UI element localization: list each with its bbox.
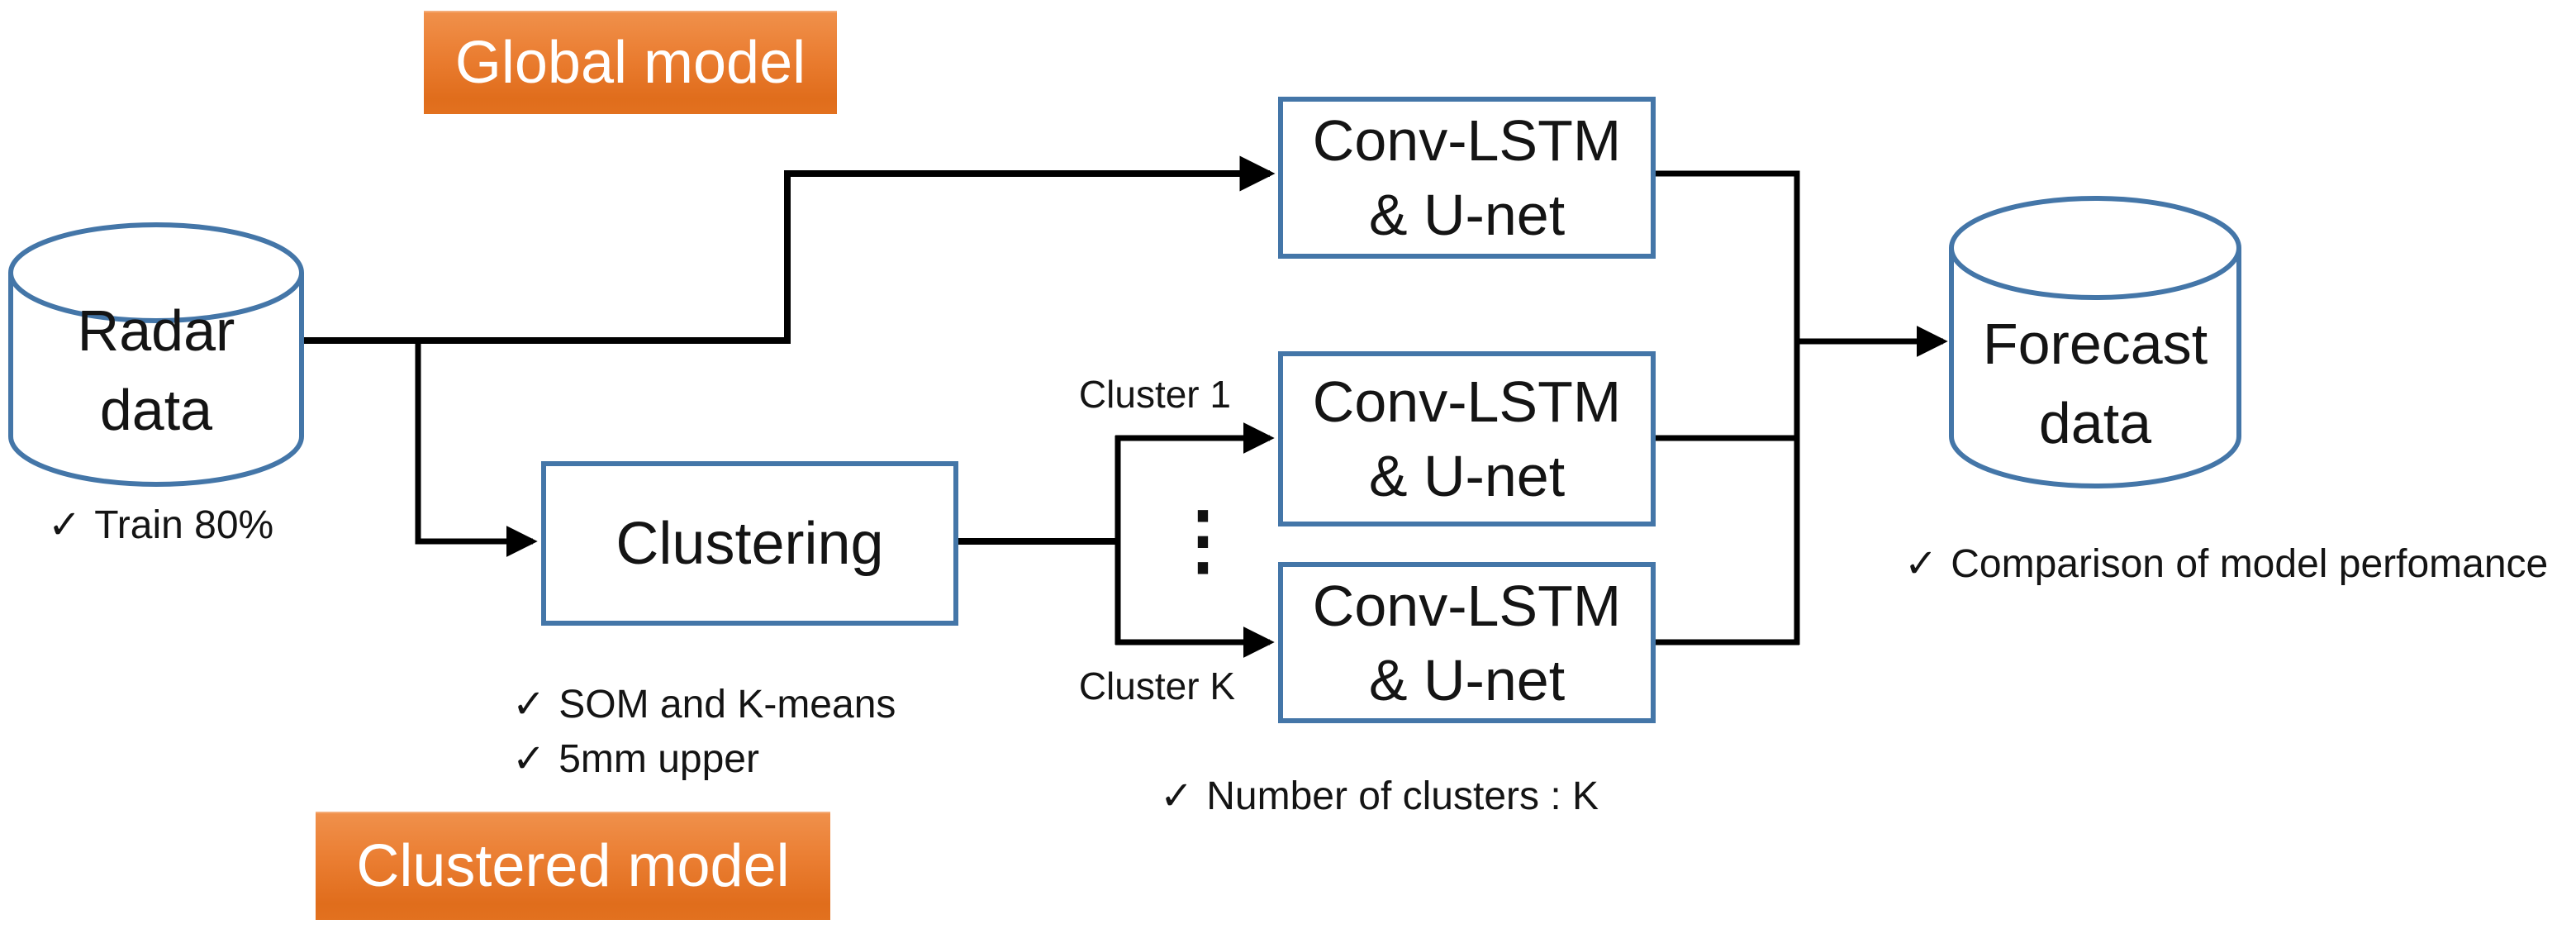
convlstm-cluster1-line1: Conv-LSTM (1312, 369, 1622, 434)
check-icon: ✓ (512, 737, 546, 781)
forecast-data-line2: data (2038, 391, 2152, 455)
radar-data-label: Radar data (11, 291, 302, 450)
clusterK-edge-label: Cluster K (1078, 665, 1235, 707)
note-5mm-upper: ✓ 5mm upper (512, 734, 759, 785)
convlstm-global-line2: & U-net (1368, 183, 1566, 247)
note-train: ✓ Train 80% (48, 500, 273, 551)
clustered-model-badge: Clustered model (316, 812, 830, 920)
convlstm-cluster1-line2: & U-net (1368, 444, 1566, 508)
edge-radar-to-clustering (415, 341, 538, 557)
global-model-badge: Global model (424, 11, 837, 114)
edge-global-out (1656, 170, 1800, 645)
note-som: ✓ SOM and K-means (512, 679, 896, 731)
clustered-model-label: Clustered model (356, 832, 790, 899)
note-comparison: ✓ Comparison of model perfomance (1904, 539, 2548, 590)
cluster1-edge-label: Cluster 1 (1078, 373, 1231, 416)
clustering-box: Clustering (541, 461, 958, 626)
radar-data-line2: data (99, 378, 213, 442)
convlstm-box-clusterK: Conv-LSTM & U-net (1278, 562, 1656, 723)
note-number-of-clusters-text: Number of clusters : K (1206, 774, 1599, 818)
clustering-label: Clustering (615, 510, 884, 577)
check-icon: ✓ (1160, 774, 1194, 818)
forecast-cylinder (1949, 196, 2241, 488)
edge-radar-to-global-convlstm (297, 155, 1276, 344)
note-comparison-text: Comparison of model perfomance (1951, 542, 2549, 586)
forecast-data-line1: Forecast (1982, 312, 2208, 376)
note-som-text: SOM and K-means (558, 683, 896, 727)
check-icon: ✓ (1904, 542, 1938, 586)
vertical-ellipsis: ⋮ (1165, 498, 1241, 582)
convlstm-global-line1: Conv-LSTM (1312, 108, 1622, 173)
note-number-of-clusters: ✓ Number of clusters : K (1160, 771, 1599, 822)
note-5mm-upper-text: 5mm upper (558, 737, 759, 781)
radar-data-line1: Radar (77, 298, 235, 363)
note-train-text: Train 80% (94, 503, 274, 547)
check-icon: ✓ (48, 503, 82, 547)
convlstm-box-global: Conv-LSTM & U-net (1278, 97, 1656, 259)
radar-cylinder (8, 222, 304, 487)
convlstm-clusterK-line1: Conv-LSTM (1312, 573, 1622, 638)
convlstm-clusterK-line2: & U-net (1368, 647, 1566, 712)
forecast-data-label: Forecast data (1951, 304, 2239, 463)
global-model-label: Global model (454, 29, 806, 96)
check-icon: ✓ (512, 683, 546, 727)
convlstm-box-cluster1: Conv-LSTM & U-net (1278, 351, 1656, 526)
